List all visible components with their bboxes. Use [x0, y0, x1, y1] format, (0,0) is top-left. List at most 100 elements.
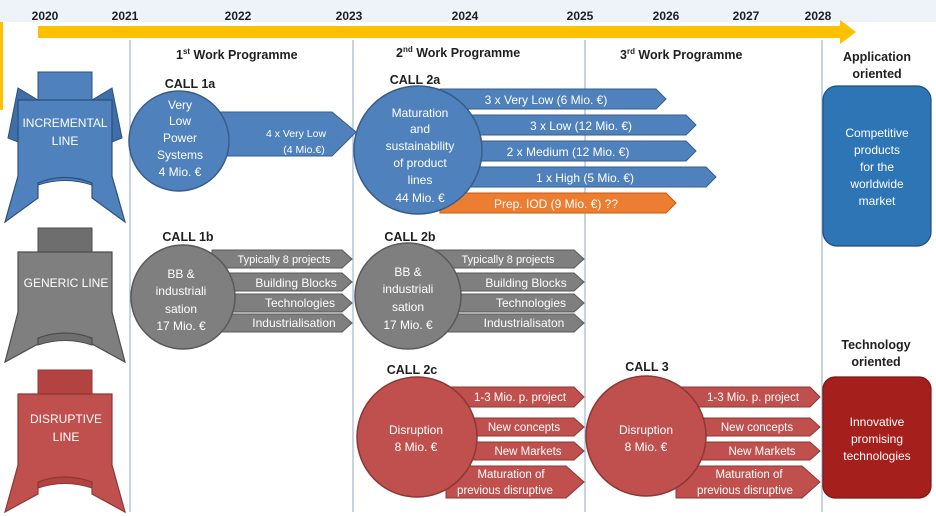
call-1b: CALL 1b Typically 8 projects Building Bl…	[130, 230, 353, 350]
year-2024: 2024	[452, 9, 479, 23]
call-2c-circle	[356, 376, 478, 498]
call-2b: CALL 2b Typically 8 projects Building Bl…	[354, 230, 585, 350]
timeline-band	[0, 0, 936, 22]
call-3-circle	[585, 375, 707, 497]
incremental-line-label-1: INCREMENTAL	[22, 116, 107, 130]
call-1b-arrow-text-3: Technologies	[265, 296, 335, 310]
competitive-products-text-1: Competitive	[845, 126, 909, 140]
call-1a-circle-text-4: Systems	[157, 148, 203, 162]
call-2c-arrow-text-3: New Markets	[494, 446, 561, 458]
call-1b-circle-text-1: BB &	[167, 267, 194, 281]
call-3-arrow-text-4: Maturation of	[715, 469, 783, 481]
call-2c-arrow-text-1: 1-3 Mio. p. project	[474, 392, 567, 404]
call-2a-circle-text-6: 44 Mio. €	[395, 191, 445, 205]
year-2025: 2025	[567, 9, 594, 23]
programme-1-title: 1st Work Programme	[176, 47, 298, 62]
call-2b-arrow-text-4: Industrialisaton	[484, 316, 565, 330]
generic-line-label: GENERIC LINE	[24, 276, 109, 290]
call-2b-arrow-text-2: Building Blocks	[485, 276, 566, 290]
call-1a-arrow-text-2: (4 Mio.€)	[283, 144, 324, 156]
call-1b-circle-text-2: industriali	[156, 284, 207, 298]
call-2c-arrow-text-2: New concepts	[488, 422, 560, 434]
call-1a-circle	[128, 90, 230, 192]
competitive-products-text-2: products	[854, 143, 900, 157]
call-1b-circle-text-3: sation	[165, 302, 197, 316]
year-2027: 2027	[733, 9, 760, 23]
call-3-arrow-text-1: 1-3 Mio. p. project	[707, 392, 800, 404]
programme-headers: 1st Work Programme 2nd Work Programme 3r…	[176, 45, 742, 62]
call-1a: CALL 1a 4 x Very Low (4 Mio.€) Very Low …	[128, 77, 357, 192]
call-3-arrow-text-5: previous disruptive	[697, 485, 793, 497]
application-heading-1: Application	[843, 50, 911, 64]
call-2c-label: CALL 2c	[387, 363, 438, 377]
innovative-technologies-text-2: promising	[851, 432, 903, 446]
application-oriented-outcome: Application oriented Competitive product…	[822, 50, 932, 247]
call-2a: CALL 2a 3 x Very Low (6 Mio. €) 3 x Low …	[353, 73, 717, 215]
technology-oriented-outcome: Technology oriented Innovative promising…	[822, 338, 932, 499]
call-2a-arrow-text-2: 3 x Low (12 Mio. €)	[530, 119, 632, 133]
year-2022: 2022	[225, 9, 252, 23]
disruptive-line-label-1: DISRUPTIVE	[30, 412, 102, 426]
call-1b-arrow-text-4: Industrialisation	[252, 316, 335, 330]
call-2a-label: CALL 2a	[390, 73, 442, 87]
year-2023: 2023	[336, 9, 363, 23]
competitive-products-box	[822, 85, 932, 247]
call-2b-label: CALL 2b	[384, 230, 436, 244]
call-2c-arrow-4	[445, 465, 585, 499]
call-2a-circle-text-1: Maturation	[392, 106, 449, 120]
call-2b-circle-text-1: BB &	[394, 265, 421, 279]
call-2b-circle-text-4: 17 Mio. €	[383, 318, 433, 332]
innovative-technologies-text-1: Innovative	[850, 415, 905, 429]
call-3: CALL 3 1-3 Mio. p. project New concepts …	[585, 360, 821, 499]
call-2a-arrow-text-4: 1 x High (5 Mio. €)	[536, 171, 634, 185]
competitive-products-text-4: worldwide	[849, 177, 904, 191]
call-1a-circle-text-2: Low	[169, 114, 191, 128]
call-2b-arrow-text-3: Technologies	[496, 296, 566, 310]
year-2028: 2028	[805, 9, 832, 23]
technology-heading-2: oriented	[851, 355, 900, 369]
disruptive-line-label-2: LINE	[53, 430, 80, 444]
technology-heading-1: Technology	[841, 338, 910, 352]
programme-2-title: 2nd Work Programme	[396, 45, 520, 60]
call-3-label: CALL 3	[625, 360, 669, 374]
call-2a-circle-text-5: lines	[408, 173, 433, 187]
call-1a-arrow-text-1: 4 x Very Low	[266, 128, 327, 140]
generic-line-banner: GENERIC LINE	[4, 227, 126, 364]
call-2a-circle-text-2: and	[410, 122, 430, 136]
disruptive-line-banner: DISRUPTIVE LINE	[4, 369, 126, 514]
call-2c-circle-text-1: Disruption	[389, 423, 443, 437]
call-2a-arrow-text-1: 3 x Very Low (6 Mio. €)	[485, 93, 608, 107]
application-heading-2: oriented	[852, 67, 901, 81]
innovative-technologies-box	[822, 376, 932, 499]
innovative-technologies-text-3: technologies	[843, 449, 910, 463]
timeline-arrow	[38, 20, 856, 44]
year-labels: 2020 2021 2022 2023 2024 2025 2026 2027 …	[32, 9, 832, 23]
call-3-arrow-text-2: New concepts	[721, 422, 793, 434]
call-1b-circle-text-4: 17 Mio. €	[156, 319, 206, 333]
call-2c-arrow-text-4: Maturation of	[477, 469, 545, 481]
call-1a-circle-text-1: Very	[168, 98, 192, 112]
call-3-circle-text-1: Disruption	[619, 423, 673, 437]
call-1b-arrow-text-1: Typically 8 projects	[238, 254, 331, 266]
call-1b-label: CALL 1b	[162, 230, 214, 244]
call-1a-circle-text-3: Power	[163, 131, 197, 145]
call-2a-circle-text-3: sustainability	[386, 139, 455, 153]
left-accent-bar	[0, 22, 3, 110]
call-2b-arrow-text-1: Typically 8 projects	[462, 254, 555, 266]
incremental-line-banner: INCREMENTAL LINE	[3, 71, 127, 224]
incremental-line-label-2: LINE	[52, 134, 79, 148]
call-1b-circle	[130, 244, 236, 350]
call-2a-circle-text-4: of product	[393, 156, 447, 170]
call-2a-arrow-text-5: Prep. IOD (9 Mio. €) ??	[494, 197, 618, 211]
call-2a-circle	[353, 85, 483, 215]
programme-3-title: 3rd Work Programme	[620, 47, 742, 62]
call-2c: CALL 2c 1-3 Mio. p. project New concepts…	[356, 363, 585, 499]
call-2b-circle	[354, 242, 462, 350]
call-3-arrow-4	[675, 465, 821, 499]
call-2c-arrow-text-5: previous disruptive	[457, 485, 553, 497]
competitive-products-text-5: market	[859, 194, 896, 208]
call-1a-label: CALL 1a	[165, 77, 217, 91]
call-1b-arrow-text-2: Building Blocks	[255, 276, 336, 290]
call-2b-circle-text-2: industriali	[383, 282, 434, 296]
